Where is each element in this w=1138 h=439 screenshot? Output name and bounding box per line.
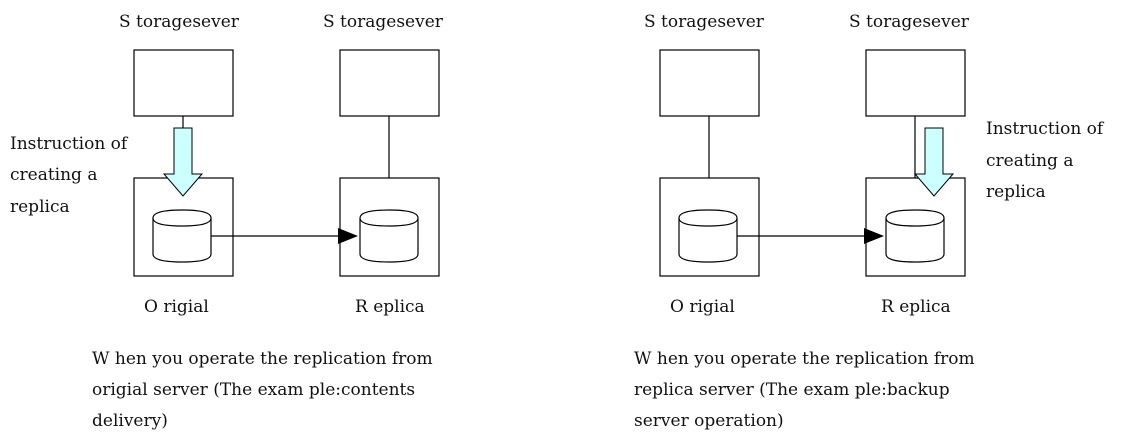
server-box-left-replica: [339, 49, 440, 117]
left-panel: [133, 49, 440, 277]
caption-right-line-2: replica server (The exam ple:backup: [634, 380, 950, 400]
instruction-label-right-line-2: creating a: [986, 151, 1074, 171]
server-box-left-original: [133, 49, 234, 117]
server-label-left-original: S toragesever: [119, 12, 239, 32]
caption-left-line-2: origial server (The exam ple:contents: [92, 380, 416, 400]
disk-icon-right-replica: [885, 209, 945, 263]
server-box-right-original: [659, 49, 760, 117]
server-label-right-original: S toragesever: [644, 12, 764, 32]
disk-icon-right-original: [678, 209, 738, 263]
instruction-label-right-line-1: Instruction of: [986, 119, 1104, 139]
volume-label-right-original: O rigial: [670, 297, 735, 317]
caption-left-line-1: W hen you operate the replication from: [92, 349, 433, 369]
server-label-left-replica: S toragesever: [323, 12, 443, 32]
disk-icon-left-original: [152, 209, 212, 263]
instruction-label-left-line-3: replica: [10, 197, 70, 217]
instruction-label-left-line-2: creating a: [10, 165, 98, 185]
replication-arrow-right-head: [864, 228, 884, 244]
instruction-arrow-right: [913, 127, 955, 197]
caption-left-line-3: delivery): [92, 411, 168, 431]
right-panel: [659, 49, 966, 277]
caption-right-line-1: W hen you operate the replication from: [634, 349, 975, 369]
instruction-arrow-left: [162, 127, 204, 197]
replication-arrow-left-head: [338, 228, 358, 244]
instruction-label-left-line-1: Instruction of: [10, 134, 128, 154]
volume-label-right-replica: R eplica: [881, 297, 951, 317]
disk-icon-left-replica: [359, 209, 419, 263]
volume-label-left-replica: R eplica: [355, 297, 425, 317]
caption-right-line-3: server operation): [634, 411, 784, 431]
server-label-right-replica: S toragesever: [849, 12, 969, 32]
volume-label-left-original: O rigial: [144, 297, 209, 317]
server-box-right-replica: [865, 49, 966, 117]
instruction-label-right-line-3: replica: [986, 182, 1046, 202]
